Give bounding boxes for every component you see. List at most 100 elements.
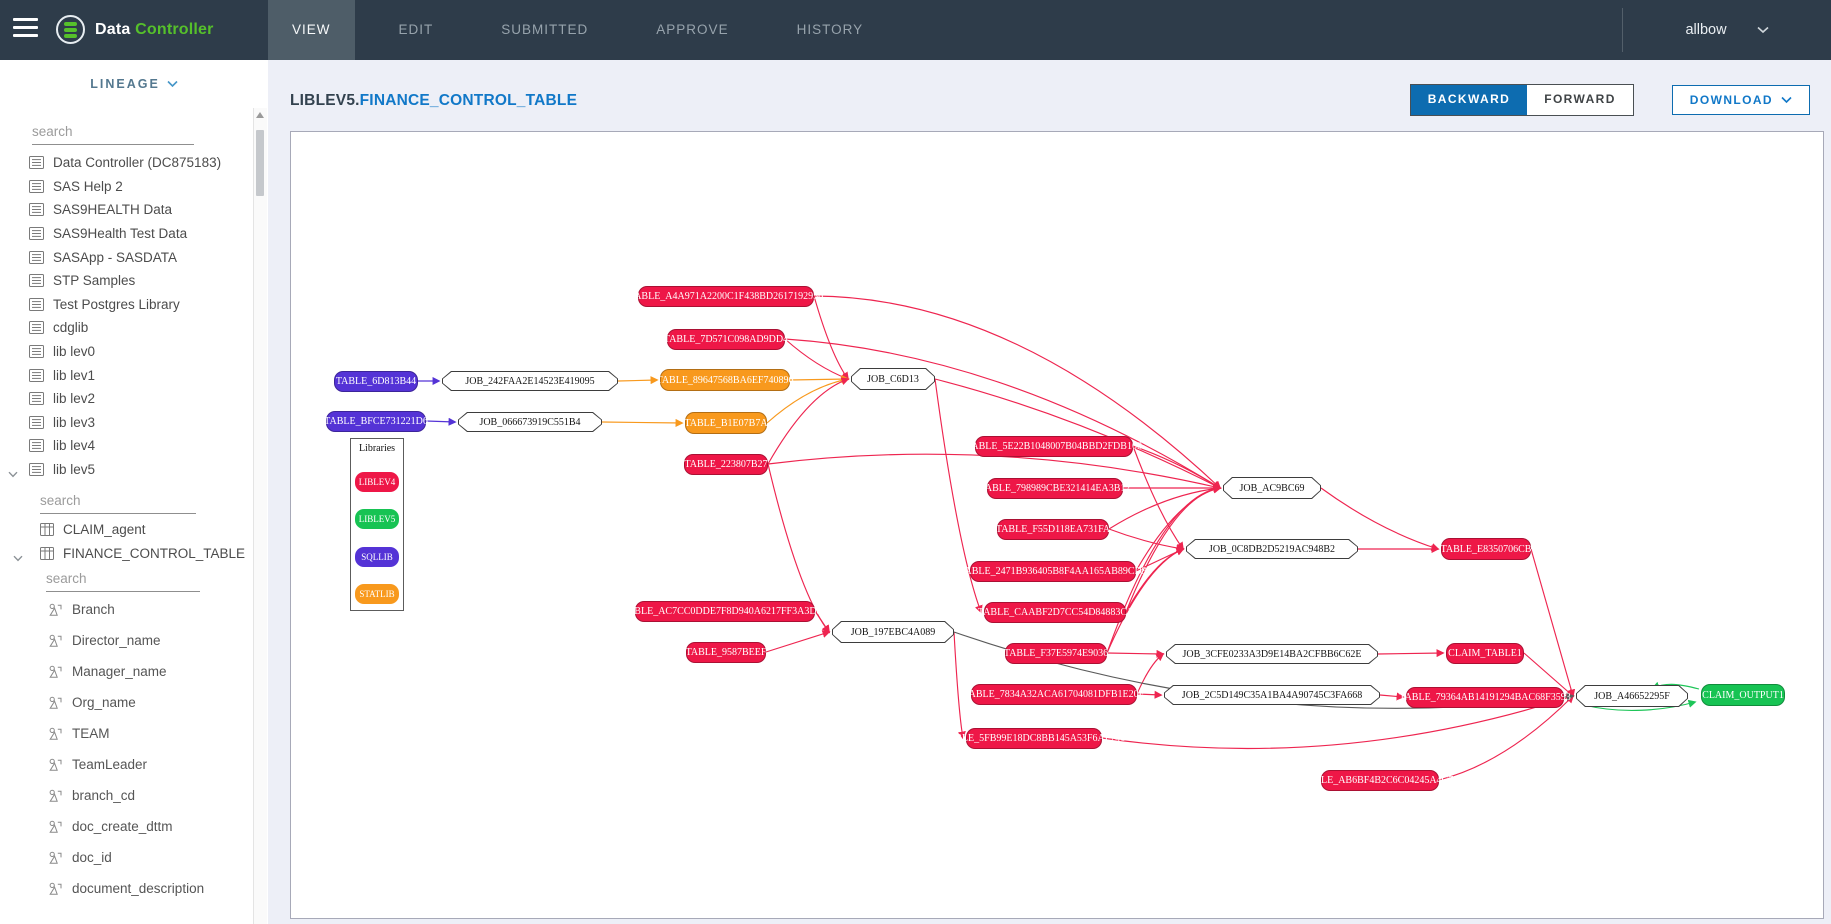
tab-history[interactable]: HISTORY: [796, 22, 864, 37]
graph-node-table_223807b27[interactable]: TABLE_223807B27: [684, 453, 768, 475]
library-item-label: Test Postgres Library: [53, 296, 180, 312]
graph-node-job_ac9bc69[interactable]: JOB_AC9BC69: [1223, 477, 1321, 499]
graph-node-table_b1e07b7a[interactable]: TABLE_B1E07B7A: [684, 412, 768, 434]
graph-node-table_6d813b44[interactable]: TABLE_6D813B44: [334, 370, 418, 392]
library-item-test-postgres-library[interactable]: Test Postgres Library: [0, 293, 268, 317]
graph-edge: [1108, 484, 1222, 530]
library-search-input-wrap: [32, 122, 194, 145]
graph-node-table_ab6bf4b2c6c04245a4c76[interactable]: TABLE_AB6BF4B2C6C04245A4C76: [1302, 769, 1458, 791]
graph-node-table_caabf2d7cc54d84883c1[interactable]: TABLE_CAABF2D7CC54D84883C1: [978, 601, 1132, 623]
tab-view[interactable]: VIEW: [268, 0, 355, 60]
hamburger-menu-icon[interactable]: [13, 18, 38, 41]
library-item-lib-lev5[interactable]: lib lev5: [0, 458, 268, 482]
lineage-mode-selector[interactable]: LINEAGE: [0, 60, 268, 108]
graph-node-job_2c5d149c35a1ba4a90745c3fa668[interactable]: JOB_2C5D149C35A1BA4A90745C3FA668: [1164, 685, 1380, 705]
library-item-sas-help-2[interactable]: SAS Help 2: [0, 175, 268, 199]
graph-node-table_5fb99e18dc8bb145a53f6af746[interactable]: TABLE_5FB99E18DC8BB145A53F6AF746: [943, 727, 1125, 749]
library-item-label: lib lev3: [53, 414, 96, 430]
graph-node-table_bfce731221d6[interactable]: TABLE_BFCE731221D6: [324, 410, 428, 432]
forward-button[interactable]: FORWARD: [1527, 85, 1633, 115]
graph-edge: [1106, 649, 1165, 658]
scrollbar-thumb[interactable]: [256, 130, 264, 196]
page-title: LIBLEV5.FINANCE_CONTROL_TABLE: [290, 92, 577, 110]
library-item-sas9health-test-data[interactable]: SAS9Health Test Data: [0, 222, 268, 246]
graph-edge: [1132, 445, 1222, 489]
graph-node-table_f55d118ea731fa[interactable]: TABLE_F55D118EA731FA: [996, 518, 1110, 540]
library-item-stp-samples[interactable]: STP Samples: [0, 269, 268, 293]
graph-node-table_9587beef[interactable]: TABLE_9587BEEF: [686, 641, 766, 663]
chevron-down-icon[interactable]: [8, 466, 18, 481]
library-icon: [29, 227, 44, 241]
column-item-document-description[interactable]: document_description: [0, 873, 268, 904]
graph-node-job_a46652295f[interactable]: JOB_A46652295F: [1576, 685, 1688, 707]
graph-node-job_0c8db2d5219ac948b2[interactable]: JOB_0C8DB2D5219AC948B2: [1186, 539, 1358, 559]
graph-node-table_798989cbe321414ea3b12[interactable]: TABLE_798989CBE321414EA3B12: [980, 477, 1130, 499]
graph-node-table_89647568ba6ef740896[interactable]: TABLE_89647568BA6EF740896: [657, 369, 794, 391]
tab-edit[interactable]: EDIT: [398, 22, 434, 37]
column-item-doc-create-dttm[interactable]: doc_create_dttm: [0, 811, 268, 842]
job-node-label: JOB_2C5D149C35A1BA4A90745C3FA668: [1165, 686, 1379, 704]
library-item-lib-lev1[interactable]: lib lev1: [0, 363, 268, 387]
column-icon: [48, 820, 63, 834]
graph-node-claim_table1[interactable]: CLAIM_TABLE1: [1446, 642, 1524, 664]
title-table: FINANCE_CONTROL_TABLE: [359, 92, 578, 109]
chevron-down-icon[interactable]: [13, 550, 23, 565]
user-menu[interactable]: allbow: [1622, 8, 1831, 52]
column-item-teamleader[interactable]: TeamLeader: [0, 749, 268, 780]
column-icon: [48, 851, 63, 865]
column-item-director-name[interactable]: Director_name: [0, 625, 268, 656]
graph-edge: [767, 377, 850, 465]
graph-node-table_f37e5974e9036[interactable]: TABLE_F37E5974E9036: [1004, 642, 1108, 664]
column-item-branch[interactable]: Branch: [0, 594, 268, 625]
graph-node-table_7834a32aca61704081dfb1e20e[interactable]: TABLE_7834A32ACA61704081DFB1E20E: [963, 683, 1145, 705]
library-item-label: lib lev5: [53, 462, 96, 478]
sidebar-scrollbar[interactable]: [253, 108, 267, 924]
graph-node-table_e8350706cb[interactable]: TABLE_E8350706CB: [1441, 538, 1531, 560]
job-node-label: JOB_242FAA2E14523E419095: [443, 372, 617, 390]
job-node-label: JOB_3CFE0233A3D9E14BA2CFBB6C62E: [1167, 645, 1377, 663]
tab-submitted[interactable]: SUBMITTED: [501, 22, 589, 37]
graph-node-claim_output1[interactable]: CLAIM_OUTPUT1: [1701, 684, 1785, 706]
tab-approve[interactable]: APPROVE: [656, 22, 729, 37]
backward-button[interactable]: BACKWARD: [1410, 85, 1528, 115]
graph-node-job_066673919c551b4[interactable]: JOB_066673919C551B4: [458, 412, 602, 432]
column-search-input[interactable]: [46, 569, 200, 593]
scrollbar-up-arrow[interactable]: [256, 112, 264, 118]
table-search-input[interactable]: [40, 491, 196, 515]
column-item-manager-name[interactable]: Manager_name: [0, 656, 268, 687]
graph-node-job_242faa2e14523e419095[interactable]: JOB_242FAA2E14523E419095: [442, 371, 618, 391]
graph-node-job_3cfe0233a3d9e14ba2cfbb6c62e[interactable]: JOB_3CFE0233A3D9E14BA2CFBB6C62E: [1166, 644, 1378, 664]
graph-node-table_a4a971a2200c1f438bd2617192956[interactable]: TABLE_A4A971A2200C1F438BD2617192956: [629, 285, 823, 307]
graph-node-table_2471b936405b8f4aa165ab89cd9[interactable]: TABLE_2471B936405B8F4AA165AB89CD9: [959, 560, 1147, 582]
library-item-sasapp-sasdata[interactable]: SASApp - SASDATA: [0, 245, 268, 269]
library-item-sas9health-data[interactable]: SAS9HEALTH Data: [0, 198, 268, 222]
library-item-data-controller-dc875183-[interactable]: Data Controller (DC875183): [0, 151, 268, 175]
graph-node-table_7d571c098ad9dd4[interactable]: TABLE_7D571C098AD9DD4: [664, 328, 788, 350]
graph-node-job_c6d13[interactable]: JOB_C6D13: [851, 368, 935, 390]
table-item-claim-agent[interactable]: CLAIM_agent: [0, 517, 268, 541]
graph-edge: [1379, 692, 1405, 701]
library-item-lib-lev2[interactable]: lib lev2: [0, 387, 268, 411]
library-item-lib-lev0[interactable]: lib lev0: [0, 340, 268, 364]
library-item-lib-lev3[interactable]: lib lev3: [0, 411, 268, 435]
library-item-lib-lev4[interactable]: lib lev4: [0, 434, 268, 458]
library-icon: [29, 203, 44, 217]
download-button[interactable]: DOWNLOAD: [1671, 85, 1810, 115]
column-item-doc-id[interactable]: doc_id: [0, 842, 268, 873]
graph-node-job_197ebc4a089[interactable]: JOB_197EBC4A089: [832, 621, 954, 643]
graph-node-table_79364ab14191294bac68f3593[interactable]: TABLE_79364AB14191294BAC68F3593: [1399, 686, 1571, 708]
sidebar-tree: Data Controller (DC875183)SAS Help 2SAS9…: [0, 122, 268, 904]
column-item-org-name[interactable]: Org_name: [0, 687, 268, 718]
column-item-branch-cd[interactable]: branch_cd: [0, 780, 268, 811]
column-icon: [48, 882, 63, 896]
job-node-label: JOB_197EBC4A089: [833, 622, 953, 642]
column-item-label: Branch: [72, 602, 115, 618]
table-item-finance-control-table[interactable]: FINANCE_CONTROL_TABLE: [0, 541, 268, 565]
library-search-input[interactable]: [32, 122, 194, 145]
column-item-team[interactable]: TEAM: [0, 718, 268, 749]
graph-node-table_ac7cc0dde7f8d940a6217ff3a3d8c[interactable]: TABLE_AC7CC0DDE7F8D940A6217FF3A3D8C: [622, 600, 828, 622]
graph-node-table_5e22b1048007b04bbd2fdb100[interactable]: TABLE_5E22B1048007B04BBD2FDB100: [966, 435, 1142, 457]
library-item-cdglib[interactable]: cdglib: [0, 316, 268, 340]
legend-item-liblev5: LIBLEV5: [355, 509, 399, 529]
